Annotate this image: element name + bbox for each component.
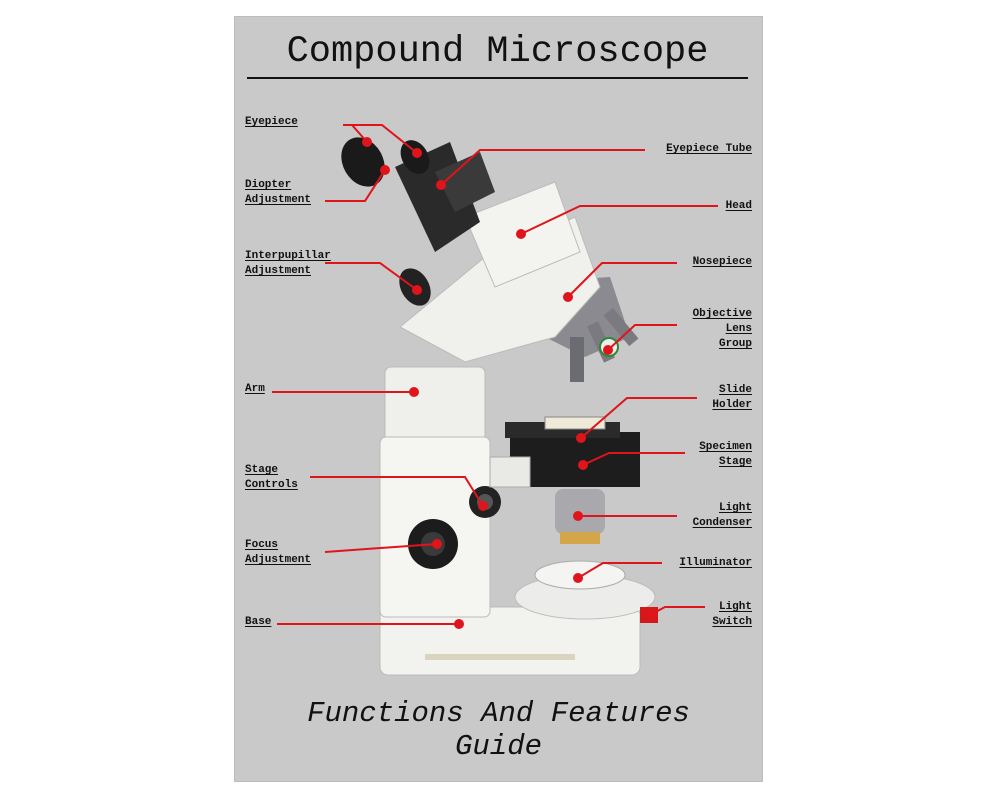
label-stage-controls: Stage Controls bbox=[245, 463, 298, 493]
label-diopter-adjustment: Diopter Adjustment bbox=[245, 178, 311, 208]
label-illuminator: Illuminator bbox=[679, 556, 752, 571]
label-line: Arm bbox=[245, 383, 265, 395]
page-title: Compound Microscope bbox=[286, 31, 709, 73]
label-line: Switch bbox=[712, 616, 752, 628]
label-line: Eyepiece bbox=[245, 116, 298, 128]
label-line: Interpupillar bbox=[245, 250, 331, 262]
marker-interpupillar bbox=[412, 285, 422, 295]
label-line: Objective bbox=[692, 308, 752, 320]
marker-nosepiece bbox=[563, 292, 573, 302]
footer-line-2: Guide bbox=[454, 730, 542, 763]
leader-illuminator bbox=[577, 562, 662, 579]
leader-stage-controls bbox=[310, 476, 484, 507]
title-underline bbox=[247, 77, 748, 79]
leader-eyepiece-2 bbox=[352, 124, 418, 154]
leader-slide-holder bbox=[580, 397, 697, 439]
leader-eyepiece-tube bbox=[440, 149, 645, 186]
label-line: Head bbox=[725, 200, 752, 212]
marker-base bbox=[454, 619, 464, 629]
label-line: Slide bbox=[718, 384, 752, 396]
marker-focus bbox=[432, 539, 442, 549]
label-light-switch: Light Switch bbox=[712, 600, 752, 630]
label-line: Adjustment bbox=[245, 554, 312, 566]
label-line: Lens bbox=[725, 323, 752, 335]
marker-illuminator bbox=[573, 573, 583, 583]
marker-head bbox=[516, 229, 526, 239]
label-line: Controls bbox=[245, 479, 298, 491]
label-eyepiece: Eyepiece bbox=[245, 115, 298, 130]
label-line: Nosepiece bbox=[692, 256, 752, 268]
marker-light-switch bbox=[645, 610, 655, 620]
leader-head bbox=[520, 205, 718, 235]
label-nosepiece: Nosepiece bbox=[693, 255, 752, 270]
leader-lines bbox=[272, 124, 718, 629]
label-specimen-stage: Specimen Stage bbox=[699, 440, 752, 470]
label-line: Stage bbox=[245, 464, 279, 476]
label-line: Illuminator bbox=[679, 557, 752, 569]
label-line: Adjustment bbox=[245, 265, 312, 277]
marker-stage-controls bbox=[478, 501, 488, 511]
marker-objective bbox=[603, 345, 613, 355]
label-head: Head bbox=[726, 199, 752, 214]
label-line: Light bbox=[718, 601, 752, 613]
leader-objective bbox=[607, 324, 677, 351]
marker-slide-holder bbox=[576, 433, 586, 443]
label-line: Diopter bbox=[245, 179, 292, 191]
leader-specimen-stage bbox=[582, 452, 685, 466]
label-arm: Arm bbox=[245, 382, 265, 397]
label-line: Holder bbox=[712, 399, 752, 411]
label-line: Group bbox=[718, 338, 752, 350]
leader-diopter bbox=[325, 169, 386, 202]
marker-arm bbox=[409, 387, 419, 397]
label-line: Base bbox=[245, 616, 272, 628]
marker-eyepiece-tube bbox=[436, 180, 446, 190]
label-line: Condenser bbox=[692, 517, 752, 529]
label-line: Specimen bbox=[699, 441, 752, 453]
poster: Compound Microscope bbox=[234, 16, 763, 782]
marker-eyepiece bbox=[362, 137, 372, 147]
leader-nosepiece bbox=[567, 262, 677, 298]
marker-eyepiece-2 bbox=[412, 148, 422, 158]
label-line: Eyepiece Tube bbox=[666, 143, 752, 155]
leader-interpupillar bbox=[325, 262, 418, 291]
label-line: Light bbox=[718, 502, 752, 514]
label-line: Stage bbox=[718, 456, 752, 468]
footer-caption: Functions And Features Guide bbox=[235, 697, 762, 763]
label-slide-holder: Slide Holder bbox=[712, 383, 752, 413]
marker-diopter bbox=[380, 165, 390, 175]
label-interpupillar-adjustment: Interpupillar Adjustment bbox=[245, 249, 331, 279]
label-line: Adjustment bbox=[245, 194, 312, 206]
microscope-illustration bbox=[341, 137, 658, 676]
label-objective-lens-group: Objective Lens Group bbox=[693, 307, 752, 352]
label-light-condenser: Light Condenser bbox=[693, 501, 752, 531]
label-line: Focus bbox=[245, 539, 279, 551]
leader-focus bbox=[324, 543, 438, 553]
leader-light-switch bbox=[649, 606, 705, 616]
footer-line-1: Functions And Features bbox=[307, 697, 690, 730]
label-eyepiece-tube: Eyepiece Tube bbox=[666, 142, 752, 157]
label-focus-adjustment: Focus Adjustment bbox=[245, 538, 311, 568]
marker-light-condenser bbox=[573, 511, 583, 521]
label-base: Base bbox=[245, 615, 271, 630]
marker-specimen-stage bbox=[578, 460, 588, 470]
